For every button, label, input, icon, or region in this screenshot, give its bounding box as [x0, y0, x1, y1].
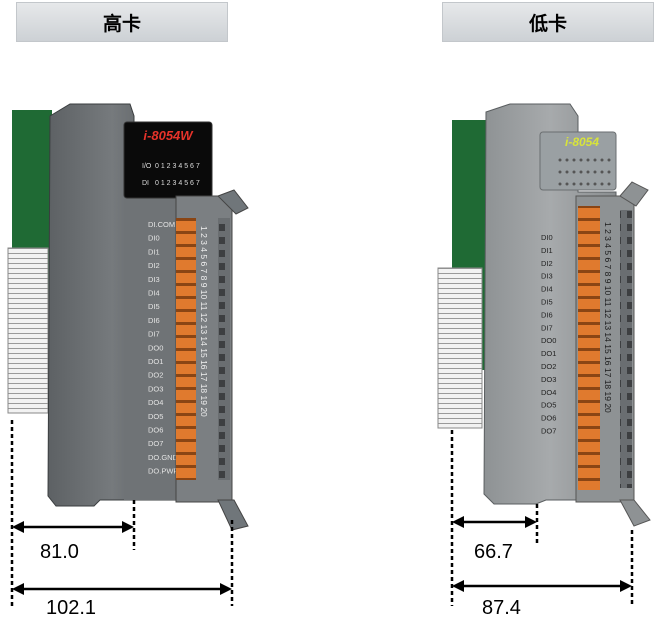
- pin-label-11: DO2: [148, 371, 163, 380]
- pin-label-4: DI3: [148, 275, 160, 284]
- pin-label-5: DI4: [148, 289, 160, 298]
- pin-label-3: DI2: [148, 261, 160, 270]
- front-panel: [124, 195, 176, 500]
- di-label: DI: [142, 180, 149, 187]
- pin-label-right-7: DI7: [541, 323, 553, 332]
- led-grid: [558, 158, 611, 186]
- pin-labels-right: DI0DI1DI2DI3DI4DI5DI6DI7DO0DO1DO2DO3DO4D…: [541, 233, 556, 436]
- pin-label-right-5: DI5: [541, 298, 553, 307]
- pin-label-9: DO0: [148, 343, 163, 352]
- pin-label-13: DO4: [148, 398, 163, 407]
- pin-label-right-1: DI1: [541, 246, 553, 255]
- pin-label-1: DI0: [148, 234, 160, 243]
- dimension-lines: [10, 420, 634, 606]
- bottom-latch: [217, 499, 249, 531]
- bottom-latch-right: [619, 499, 651, 527]
- pin-label-6: DI5: [148, 302, 160, 311]
- pin-label-right-6: DI6: [541, 310, 553, 319]
- pin-label-right-2: DI2: [541, 259, 553, 268]
- pin-label-right-14: DO6: [541, 414, 556, 423]
- dim-left-small: 81.0: [40, 541, 79, 563]
- pin-label-15: DO6: [148, 426, 163, 435]
- pin-label-right-13: DO5: [541, 401, 556, 410]
- pin-label-right-12: DO4: [541, 388, 556, 397]
- led-row-2: 0 1 2 3 4 5 6 7: [155, 180, 200, 187]
- pin-label-right-11: DO3: [541, 375, 556, 384]
- pin-label-right-15: DO7: [541, 427, 556, 436]
- pin-label-8: DI7: [148, 330, 160, 339]
- orange-terminals-right: [578, 206, 600, 490]
- pin-label-2: DI1: [148, 247, 160, 256]
- orange-terminals: [176, 218, 196, 480]
- pin-label-right-10: DO2: [541, 362, 556, 371]
- screw-holes: [218, 218, 230, 480]
- dim-right-small: 66.7: [474, 541, 513, 563]
- pin-label-18: DO.PWR: [148, 467, 179, 476]
- pin-label-14: DO5: [148, 412, 163, 421]
- pin-label-7: DI6: [148, 316, 160, 325]
- io-label: I/O: [142, 163, 152, 170]
- dim-right-large: 87.4: [482, 597, 521, 619]
- pin-label-12: DO3: [148, 384, 163, 393]
- dim-left-large: 102.1: [46, 597, 96, 619]
- pin-label-right-0: DI0: [541, 233, 553, 242]
- pin-labels: DI.COM DI0DI1DI2DI3DI4DI5DI6DI7DO0DO1DO2D…: [148, 220, 179, 476]
- screw-holes-right: [620, 210, 632, 488]
- dimension-arrows: [12, 516, 632, 595]
- terminal-numbers: 1 2 3 4 5 6 7 8 9 10 11 12 13 14 15 16 1…: [199, 226, 209, 417]
- low-card-module: i-8054 DI0DI1DI2DI3DI4DI5DI6DI7DO0DO1DO2…: [437, 103, 651, 527]
- model-label-right: i-8054: [565, 135, 599, 149]
- high-card-header: 高卡: [16, 2, 228, 42]
- label-window: [123, 121, 213, 199]
- low-card-header: 低卡: [442, 2, 654, 42]
- pin-label-0: DI.COM: [148, 220, 175, 229]
- top-latch: [217, 189, 249, 215]
- led-row-1: 0 1 2 3 4 5 6 7: [155, 163, 200, 170]
- pin-label-right-8: DO0: [541, 336, 556, 345]
- backplane-connector-right: [437, 267, 483, 429]
- high-card-module: i-8054W I/O 0 1 2 3 4 5 6 7 DI 0 1 2 3 4…: [7, 103, 249, 531]
- pin-label-right-9: DO1: [541, 349, 556, 358]
- label-window-right: [539, 131, 617, 191]
- model-label: i-8054W: [143, 128, 194, 143]
- backplane-connector: [7, 247, 49, 414]
- pin-label-right-3: DI3: [541, 272, 553, 281]
- pin-label-16: DO7: [148, 439, 163, 448]
- pin-label-right-4: DI4: [541, 285, 553, 294]
- terminal-numbers-right: 1 2 3 4 5 6 7 8 9 10 11 12 13 14 15 16 1…: [603, 222, 613, 413]
- pin-label-17: DO.GND: [148, 453, 179, 462]
- top-latch-right: [619, 181, 649, 207]
- pin-label-10: DO1: [148, 357, 163, 366]
